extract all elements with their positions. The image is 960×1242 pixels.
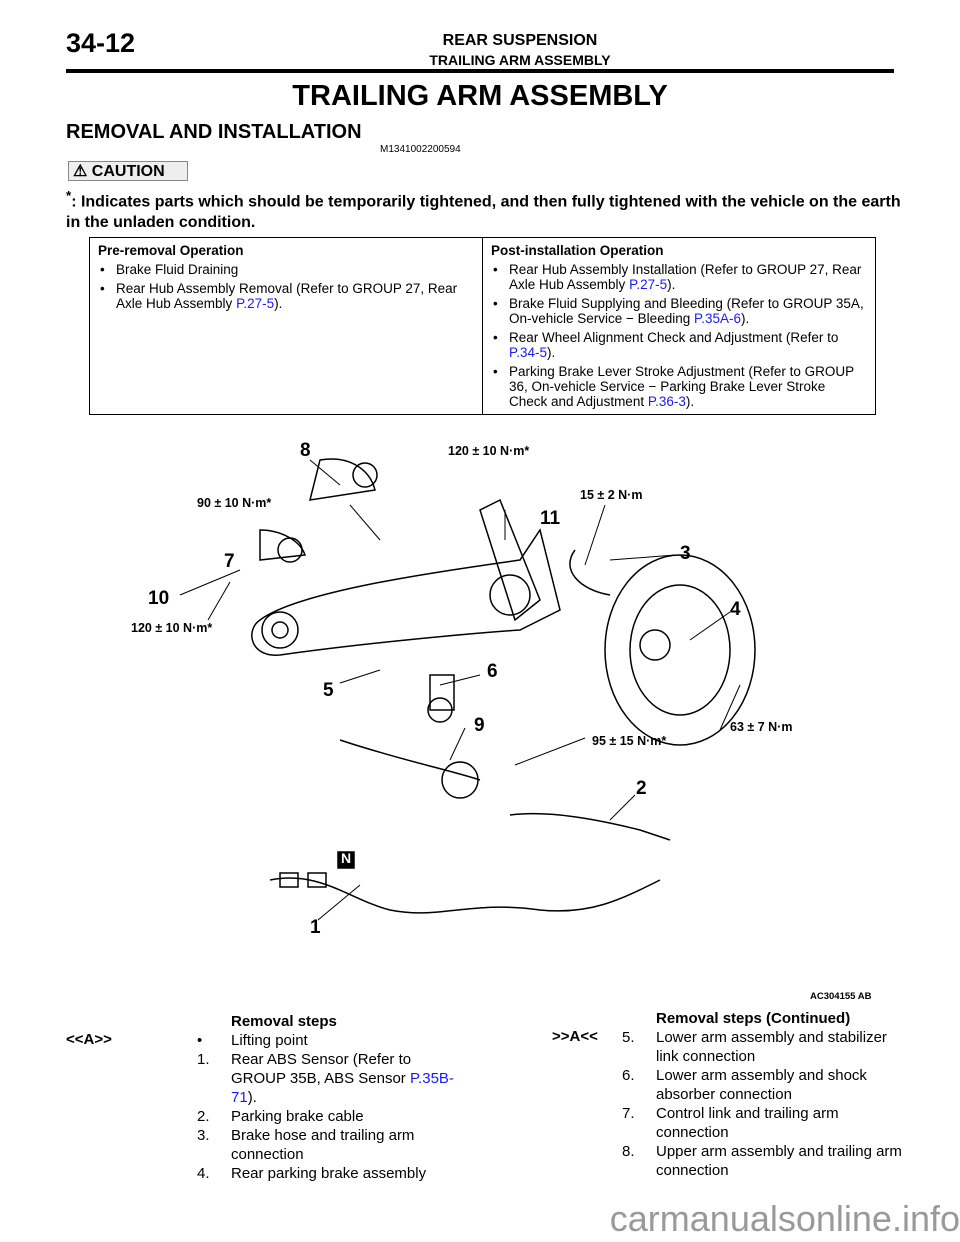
- section-header: REAR SUSPENSION: [442, 32, 598, 49]
- list-item: 5. Lower arm assembly and stabilizer link…: [622, 1028, 907, 1066]
- caution-text: : Indicates parts which should be tempor…: [66, 193, 901, 232]
- item-tail: ).: [667, 277, 676, 292]
- list-item: 4. Rear parking brake assembly: [197, 1164, 457, 1183]
- caution-badge: ⚠ CAUTION: [68, 161, 188, 181]
- list-item: 2. Parking brake cable: [197, 1107, 457, 1126]
- item-text: Rear Wheel Alignment Check and Adjustmen…: [509, 330, 839, 345]
- item-text: Rear Hub Assembly Installation (Refer to…: [509, 262, 862, 292]
- callout-3: 3: [680, 543, 691, 564]
- torque-10: 120 ± 10 N·m*: [131, 621, 213, 635]
- caution-label: CAUTION: [91, 163, 165, 180]
- item-text: Rear Hub Assembly Removal (Refer to GROU…: [116, 281, 458, 311]
- callout-8: 8: [300, 440, 311, 461]
- item-text: Control link and trailing arm connection: [656, 1105, 839, 1141]
- removal-steps-continued-heading: Removal steps (Continued): [656, 1010, 851, 1027]
- section-title: REMOVAL AND INSTALLATION: [66, 121, 362, 143]
- torque-8: 120 ± 10 N·m*: [448, 444, 530, 458]
- page-link[interactable]: P.35A-6: [693, 311, 742, 326]
- trailing-arm-shape: [251, 528, 561, 656]
- asterisk: *: [66, 188, 72, 203]
- removal-steps-heading: Removal steps: [231, 1013, 337, 1030]
- installation-mark: >>A<<: [552, 1028, 598, 1045]
- item-text: Rear parking brake assembly: [231, 1165, 427, 1182]
- item-text: Parking brake cable: [231, 1108, 364, 1125]
- subsection-header: TRAILING ARM ASSEMBLY: [429, 52, 611, 68]
- n-marker-box: [337, 851, 355, 869]
- torque-3: 15 ± 2 N·m: [580, 488, 643, 502]
- list-item: 1. Rear ABS Sensor (Refer to GROUP 35B, A…: [197, 1050, 457, 1107]
- item-number: 7.: [622, 1105, 635, 1122]
- callout-6: 6: [487, 661, 498, 682]
- item-number: 6.: [622, 1067, 635, 1084]
- doc-code: M1341002200594: [380, 144, 461, 155]
- item-number: 8.: [622, 1143, 635, 1160]
- item-text: Brake hose and trailing arm connection: [231, 1127, 415, 1163]
- item-number: 1.: [197, 1051, 210, 1068]
- list-item: Rear Hub Assembly Installation (Refer to…: [493, 262, 867, 292]
- list-item: Rear Wheel Alignment Check and Adjustmen…: [493, 330, 867, 360]
- callout-n: N: [341, 850, 352, 866]
- item-text: Brake Fluid Supplying and Bleeding (Refe…: [509, 296, 864, 326]
- list-item: 3. Brake hose and trailing arm connection: [197, 1126, 457, 1164]
- page-link[interactable]: P.36-3: [647, 394, 686, 409]
- list-item: Rear Hub Assembly Removal (Refer to GROU…: [100, 281, 474, 311]
- item-number: 5.: [622, 1029, 635, 1046]
- page-link[interactable]: P.35B-71: [231, 1070, 454, 1106]
- callout-11: 11: [540, 508, 561, 529]
- page-link[interactable]: P.27-5: [629, 277, 668, 292]
- item-text: Upper arm assembly and trailing arm conn…: [656, 1143, 902, 1179]
- post-installation-column: Post-installation Operation Rear Hub Ass…: [483, 238, 875, 414]
- list-item: 6. Lower arm assembly and shock absorber …: [622, 1066, 907, 1104]
- item-text: Lifting point: [231, 1032, 308, 1049]
- removal-mark: <<A>>: [66, 1031, 112, 1048]
- item-text: Brake Fluid Draining: [116, 262, 239, 277]
- list-item: Brake Fluid Draining: [100, 262, 474, 277]
- page-number: 34-12: [66, 28, 136, 58]
- torque-7: 90 ± 10 N·m*: [197, 496, 272, 510]
- item-tail: ).: [247, 1089, 257, 1106]
- list-item: 7. Control link and trailing arm connecti…: [622, 1104, 907, 1142]
- callout-5: 5: [323, 680, 334, 701]
- item-text: Parking Brake Lever Stroke Adjustment (R…: [509, 364, 854, 409]
- caution-note: *: Indicates parts which should be tempo…: [66, 185, 906, 233]
- item-text: Rear ABS Sensor (Refer to GROUP 35B, ABS…: [231, 1051, 412, 1087]
- item-text: Lower arm assembly and shock absorber co…: [656, 1067, 867, 1103]
- item-tail: ).: [741, 311, 750, 326]
- watermark: carmanualsonline.info: [609, 1198, 960, 1239]
- callout-10: 10: [148, 588, 170, 609]
- figure-id: AC304155 AB: [810, 991, 872, 1002]
- item-tail: ).: [685, 394, 695, 409]
- callout-4: 4: [730, 599, 741, 620]
- list-item: Parking Brake Lever Stroke Adjustment (R…: [493, 364, 867, 409]
- item-number: 3.: [197, 1127, 210, 1144]
- pre-removal-heading: Pre-removal Operation: [98, 243, 244, 258]
- callout-7: 7: [224, 551, 235, 572]
- exploded-diagram: 8 120 ± 10 N·m* 15 ± 2 N·m 11 90 ± 10 N·…: [120, 430, 871, 1005]
- item-text: Lower arm assembly and stabilizer link c…: [656, 1029, 887, 1065]
- callout-2: 2: [636, 778, 647, 799]
- torque-4: 63 ± 7 N·m: [730, 720, 793, 734]
- list-item: Brake Fluid Supplying and Bleeding (Refe…: [493, 296, 867, 326]
- callout-9: 9: [474, 715, 485, 736]
- operations-table: Pre-removal Operation Brake Fluid Draini…: [89, 237, 876, 415]
- removal-steps: Removal steps • Lifting point 1. Rear ABS …: [197, 1012, 457, 1183]
- header-rule: [66, 69, 894, 73]
- bullet: •: [197, 1032, 203, 1049]
- item-number: 4.: [197, 1165, 210, 1182]
- page-link[interactable]: P.27-5: [236, 296, 275, 311]
- warning-icon: ⚠: [73, 163, 88, 180]
- item-number: 2.: [197, 1108, 210, 1125]
- removal-steps-continued: Removal steps (Continued) 5. Lower arm as…: [622, 1009, 907, 1180]
- post-installation-heading: Post-installation Operation: [491, 243, 664, 258]
- page-title: TRAILING ARM ASSEMBLY: [292, 80, 668, 112]
- pre-removal-column: Pre-removal Operation Brake Fluid Draini…: [90, 238, 483, 414]
- item-tail: ).: [274, 296, 283, 311]
- diagram-drawing: [179, 458, 756, 921]
- list-item: • Lifting point: [197, 1031, 457, 1050]
- list-item: 8. Upper arm assembly and trailing arm co…: [622, 1142, 907, 1180]
- page-link[interactable]: P.34-5: [509, 345, 548, 360]
- callout-1: 1: [310, 917, 321, 938]
- item-tail: ).: [547, 345, 556, 360]
- torque-9: 95 ± 15 N·m*: [592, 734, 667, 748]
